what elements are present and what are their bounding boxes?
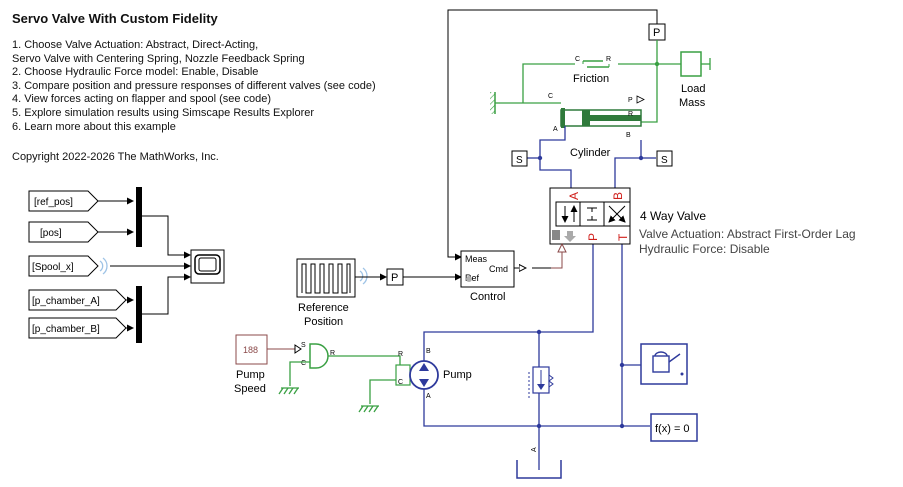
reference-signal-lines bbox=[355, 268, 551, 281]
mechanical-ground-icon bbox=[278, 387, 299, 395]
svg-text:4 Way Valve: 4 Way Valve bbox=[640, 209, 706, 223]
goto-tag-spool-x[interactable]: [Spool_x] bbox=[28, 255, 99, 277]
svg-text:[ref_pos]: [ref_pos] bbox=[34, 197, 73, 208]
instruction-line[interactable]: 5. Explore simulation results using Sims… bbox=[12, 106, 315, 119]
svg-text:C: C bbox=[398, 379, 403, 386]
svg-text:[Spool_x]: [Spool_x] bbox=[32, 262, 74, 273]
mux-block-1[interactable] bbox=[136, 187, 142, 247]
svg-text:Reference: Reference bbox=[298, 302, 349, 314]
signal-feedback-line bbox=[447, 9, 658, 261]
instruction-line[interactable]: 6. Learn more about this example bbox=[12, 120, 176, 133]
instruction-line[interactable]: 2. Choose Hydraulic Force model: Enable,… bbox=[12, 66, 259, 79]
instruction-line[interactable]: 3. Compare position and pressure respons… bbox=[12, 79, 376, 92]
svg-text:Pump: Pump bbox=[443, 369, 472, 381]
mechanical-ground-top bbox=[490, 92, 500, 114]
relief-valve-block[interactable] bbox=[528, 366, 554, 398]
four-way-valve-block[interactable]: A B P T 4 Way Valve Valve Actuation: Abs… bbox=[549, 187, 856, 256]
goto-tag-p-chamber-b[interactable]: [p_chamber_B] bbox=[28, 317, 127, 339]
svg-text:A: A bbox=[553, 126, 558, 133]
svg-text:Meas: Meas bbox=[465, 254, 488, 264]
svg-text:S: S bbox=[661, 155, 668, 166]
sensor-s-left[interactable]: S bbox=[511, 150, 528, 167]
svg-text:[p_chamber_B]: [p_chamber_B] bbox=[32, 324, 100, 335]
svg-text:P: P bbox=[586, 233, 600, 241]
instructions-list: 1. Choose Valve Actuation: Abstract, Dir… bbox=[12, 39, 376, 134]
solver-configuration-block[interactable]: f(x) = 0 bbox=[650, 413, 698, 442]
pump-speed-block[interactable]: 188 Pump Speed bbox=[234, 334, 268, 395]
svg-text:Pump: Pump bbox=[236, 369, 265, 381]
pump-block[interactable]: R C B A Pump bbox=[395, 348, 472, 400]
wireless-icon bbox=[359, 267, 368, 285]
control-block[interactable]: Meas Ref Cmd Control bbox=[460, 250, 515, 303]
mux-block-2[interactable] bbox=[136, 286, 142, 343]
svg-text:Control: Control bbox=[470, 291, 505, 303]
svg-text:Friction: Friction bbox=[573, 73, 609, 85]
svg-text:Ref: Ref bbox=[465, 273, 480, 283]
svg-text:A: A bbox=[531, 447, 538, 452]
svg-text:Hydraulic Force: Disable: Hydraulic Force: Disable bbox=[639, 242, 770, 256]
svg-text:R: R bbox=[628, 111, 633, 118]
svg-text:188: 188 bbox=[243, 345, 258, 355]
svg-text:A: A bbox=[567, 192, 581, 200]
scope-block[interactable] bbox=[190, 249, 225, 284]
svg-text:Mass: Mass bbox=[679, 97, 706, 109]
tank-block[interactable]: A bbox=[516, 447, 562, 479]
svg-text:P: P bbox=[628, 97, 633, 104]
svg-text:S: S bbox=[301, 342, 306, 349]
junction-dots bbox=[536, 61, 660, 429]
svg-text:Position: Position bbox=[304, 316, 343, 328]
svg-text:f(x) = 0: f(x) = 0 bbox=[655, 423, 690, 435]
signal-lines-left bbox=[98, 197, 191, 332]
friction-block[interactable]: C R Friction bbox=[573, 56, 611, 85]
sensor-s-right[interactable]: S bbox=[656, 150, 673, 167]
svg-text:Speed: Speed bbox=[234, 383, 266, 395]
pump-speed-line bbox=[267, 344, 302, 354]
instruction-line[interactable]: Servo Valve with Centering Spring, Nozzl… bbox=[12, 52, 305, 65]
instruction-line[interactable]: 1. Choose Valve Actuation: Abstract, Dir… bbox=[12, 39, 259, 51]
reference-position-block[interactable]: Reference Position bbox=[296, 258, 356, 328]
load-mass-block[interactable]: Load Mass bbox=[679, 51, 711, 109]
physical-signal-line bbox=[551, 242, 567, 269]
svg-text:B: B bbox=[426, 348, 431, 355]
svg-text:[pos]: [pos] bbox=[40, 228, 62, 239]
svg-text:A: A bbox=[426, 393, 431, 400]
wireless-icon bbox=[99, 257, 108, 275]
svg-text:P: P bbox=[391, 272, 398, 284]
svg-text:C: C bbox=[575, 56, 580, 63]
svg-text:R: R bbox=[398, 351, 403, 358]
hydraulic-lines bbox=[423, 126, 656, 470]
diagram-title: Servo Valve With Custom Fidelity bbox=[12, 11, 218, 26]
svg-text:R: R bbox=[330, 350, 335, 357]
svg-text:T: T bbox=[616, 233, 630, 241]
svg-text:B: B bbox=[611, 192, 625, 200]
svg-text:P: P bbox=[653, 27, 660, 39]
cylinder-block[interactable]: C P R A B Cylinder bbox=[548, 93, 645, 159]
goto-tag-p-chamber-a[interactable]: [p_chamber_A] bbox=[28, 289, 127, 311]
svg-text:R: R bbox=[606, 56, 611, 63]
mechanical-ground-icon bbox=[358, 405, 379, 413]
svg-text:C: C bbox=[548, 93, 553, 100]
copyright-notice: Copyright 2022-2026 The MathWorks, Inc. bbox=[12, 151, 219, 163]
goto-tag-pos[interactable]: [pos] bbox=[28, 221, 99, 243]
svg-text:Valve Actuation: Abstract Firs: Valve Actuation: Abstract First-Order La… bbox=[639, 227, 856, 241]
svg-text:Cylinder: Cylinder bbox=[570, 147, 611, 159]
svg-text:S: S bbox=[516, 155, 523, 166]
svg-text:C: C bbox=[301, 360, 306, 367]
sensor-p-block[interactable]: P bbox=[648, 23, 666, 41]
hydraulic-fluid-block[interactable] bbox=[640, 343, 688, 385]
svg-text:[p_chamber_A]: [p_chamber_A] bbox=[32, 296, 100, 307]
ps-converter-p[interactable]: P bbox=[386, 268, 404, 286]
motor-source-block[interactable]: S C R bbox=[301, 342, 335, 369]
svg-text:Load: Load bbox=[681, 83, 705, 95]
pump-mech-lines bbox=[289, 355, 410, 404]
svg-text:B: B bbox=[626, 132, 631, 139]
instruction-line[interactable]: 4. View forces acting on flapper and spo… bbox=[12, 93, 272, 106]
goto-tag-ref-pos[interactable]: [ref_pos] bbox=[28, 190, 99, 212]
svg-text:Cmd: Cmd bbox=[489, 264, 508, 274]
